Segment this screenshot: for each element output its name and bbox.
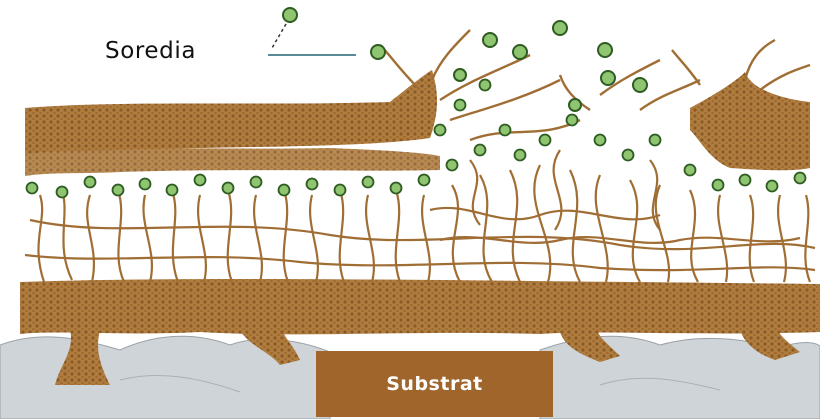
soredia-leader-line [268, 24, 356, 55]
soredia-label: Soredia [105, 38, 196, 64]
released-soredia [283, 8, 647, 111]
substrat-label: Substrat [386, 373, 482, 395]
substrat-box: Substrat [316, 351, 553, 417]
